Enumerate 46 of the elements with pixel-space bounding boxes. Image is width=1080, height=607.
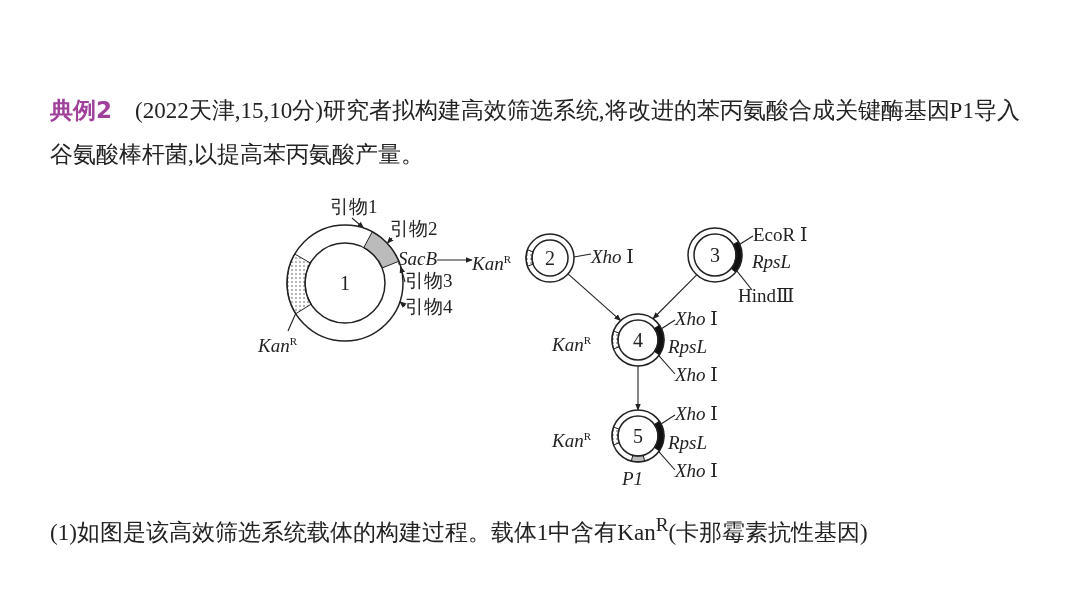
- primer-label: 引物4: [405, 296, 453, 318]
- plasmid-number: 3: [710, 244, 720, 266]
- plasmid-number: 1: [340, 272, 350, 294]
- question-text: 典例2 (2022天津,15,10分)研究者拟构建高效筛选系统,将改进的苯丙氨酸合成关键酶基因P1导入谷氨酸棒杆菌,以提高苯丙氨酸产量。: [50, 96, 1021, 169]
- plasmid-number: 5: [633, 425, 643, 447]
- arrow: [399, 301, 407, 308]
- restriction-site-label: Xho Ⅰ: [675, 403, 718, 425]
- leader-line: [736, 270, 753, 291]
- gene-label: Kan$^{R}$: [552, 429, 592, 453]
- leader-line: [660, 319, 676, 330]
- restriction-site-label: Xho Ⅰ: [675, 460, 718, 482]
- gene-label: RpsL: [752, 251, 792, 273]
- arrow: [386, 236, 394, 244]
- arrow: [635, 365, 641, 411]
- gene-label: SacB: [398, 248, 438, 270]
- gene-label: P1: [622, 468, 644, 490]
- restriction-site-label: Xho Ⅰ: [675, 364, 718, 386]
- question-text: (1)如图是该高效筛选系统载体的构建过程。载体1中含有Kan$^{R}$(卡那霉素抗性基因): [50, 513, 868, 547]
- restriction-site-label: Xho Ⅰ: [591, 246, 634, 268]
- restriction-site-label: Xho Ⅰ: [675, 308, 718, 330]
- leader-line: [573, 253, 592, 258]
- arrow: [652, 274, 698, 320]
- leader-line: [658, 355, 676, 375]
- restriction-site-label: HindⅢ: [738, 285, 795, 307]
- primer-label: 引物3: [405, 270, 453, 292]
- arrow: [436, 257, 473, 263]
- gene-label: RpsL: [668, 336, 708, 358]
- leader-line: [739, 235, 754, 245]
- gene-label: RpsL: [668, 432, 708, 454]
- gene-label: Kan$^{R}$: [258, 330, 298, 358]
- plasmid-number: 4: [633, 329, 643, 351]
- plasmid-number: 2: [545, 247, 555, 269]
- primer-label: 引物2: [390, 218, 438, 240]
- gene-label: Kan$^{R}$: [552, 333, 592, 357]
- primer-label: 引物1: [330, 196, 378, 218]
- plasmid-drawing: [525, 233, 575, 283]
- arrow: [351, 217, 365, 229]
- leader-line: [287, 312, 297, 332]
- restriction-site-label: EcoR Ⅰ: [753, 224, 808, 246]
- gene-label: Kan$^{R}$: [472, 248, 512, 276]
- arrow: [567, 273, 622, 322]
- leader-line: [658, 451, 676, 471]
- leader-line: [660, 414, 676, 425]
- plasmid-drawing: [611, 409, 665, 463]
- plasmid-drawing: [687, 227, 743, 283]
- plasmid-drawing: [611, 313, 665, 367]
